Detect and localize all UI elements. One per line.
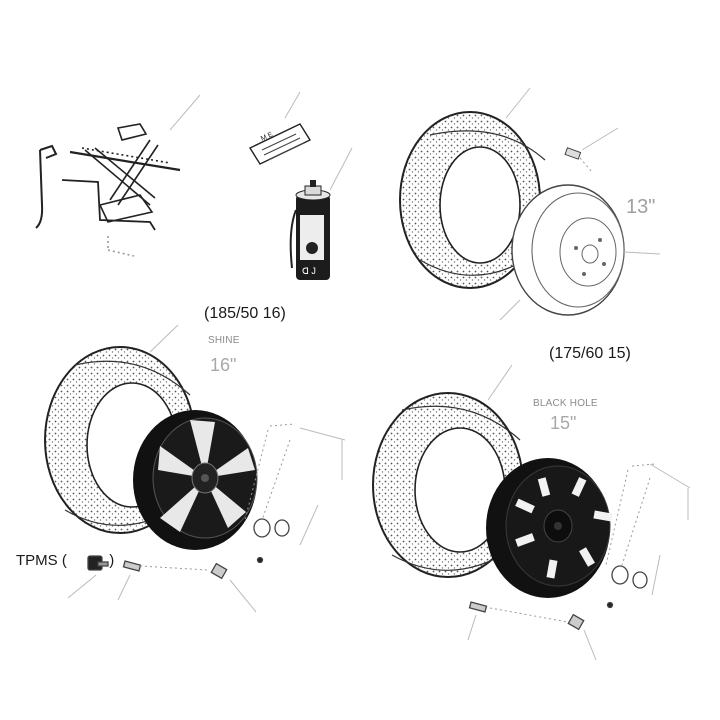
washer	[274, 519, 290, 537]
center-ring	[611, 565, 629, 585]
manual-text: M E	[260, 131, 275, 143]
tire13-leader-line	[505, 87, 531, 119]
shine-spec-label: (185/50 16)	[204, 305, 286, 322]
sealant-brand: ᗡ J	[302, 266, 316, 276]
valve13-leader-line	[581, 127, 619, 151]
shine-guide-lines	[139, 423, 296, 571]
shine-size-label: 16"	[210, 355, 237, 375]
valve-stem-13	[564, 147, 593, 173]
lug-nut	[567, 613, 585, 631]
center-ring	[253, 518, 271, 538]
shine-hardware	[87, 518, 290, 580]
shine-alloy-wheel	[133, 410, 258, 550]
owner-manual: M E	[248, 123, 312, 165]
lug-nut	[210, 562, 228, 580]
blackhole-size-label: 15"	[550, 413, 577, 433]
shine-leader-lines	[67, 324, 346, 613]
blackhole-alloy-wheel	[486, 458, 613, 598]
manual-leader-line	[284, 91, 301, 119]
tpms-prefix: TPMS (	[16, 552, 67, 569]
tire-sealant-can: ᗡ J	[289, 180, 331, 280]
valve-stem	[468, 601, 488, 613]
tpms-suffix: )	[109, 552, 115, 569]
blackhole-hardware	[468, 565, 648, 631]
steel-rim-13	[511, 184, 625, 316]
sealant-leader-line	[329, 147, 353, 191]
tpms-label: TPMS ( )	[16, 552, 114, 569]
shine-name-label: SHINE	[208, 335, 240, 346]
rim13-leader-line	[623, 251, 661, 255]
blackhole-guide-lines	[489, 463, 656, 623]
blackhole-leader-lines	[467, 364, 691, 661]
jack-leader-line	[169, 94, 201, 131]
rim-13-size-label: 13"	[626, 196, 656, 218]
scissor-jack	[35, 123, 181, 257]
valve-stem	[122, 560, 142, 572]
blackhole-name-label: BLACK HOLE	[533, 398, 598, 409]
tire-13	[399, 111, 546, 289]
washer	[632, 571, 648, 589]
blackhole-spec-label: (175/60 15)	[549, 345, 631, 362]
rim13-lug-leader-line	[499, 299, 521, 321]
lug-wrench	[35, 149, 44, 229]
